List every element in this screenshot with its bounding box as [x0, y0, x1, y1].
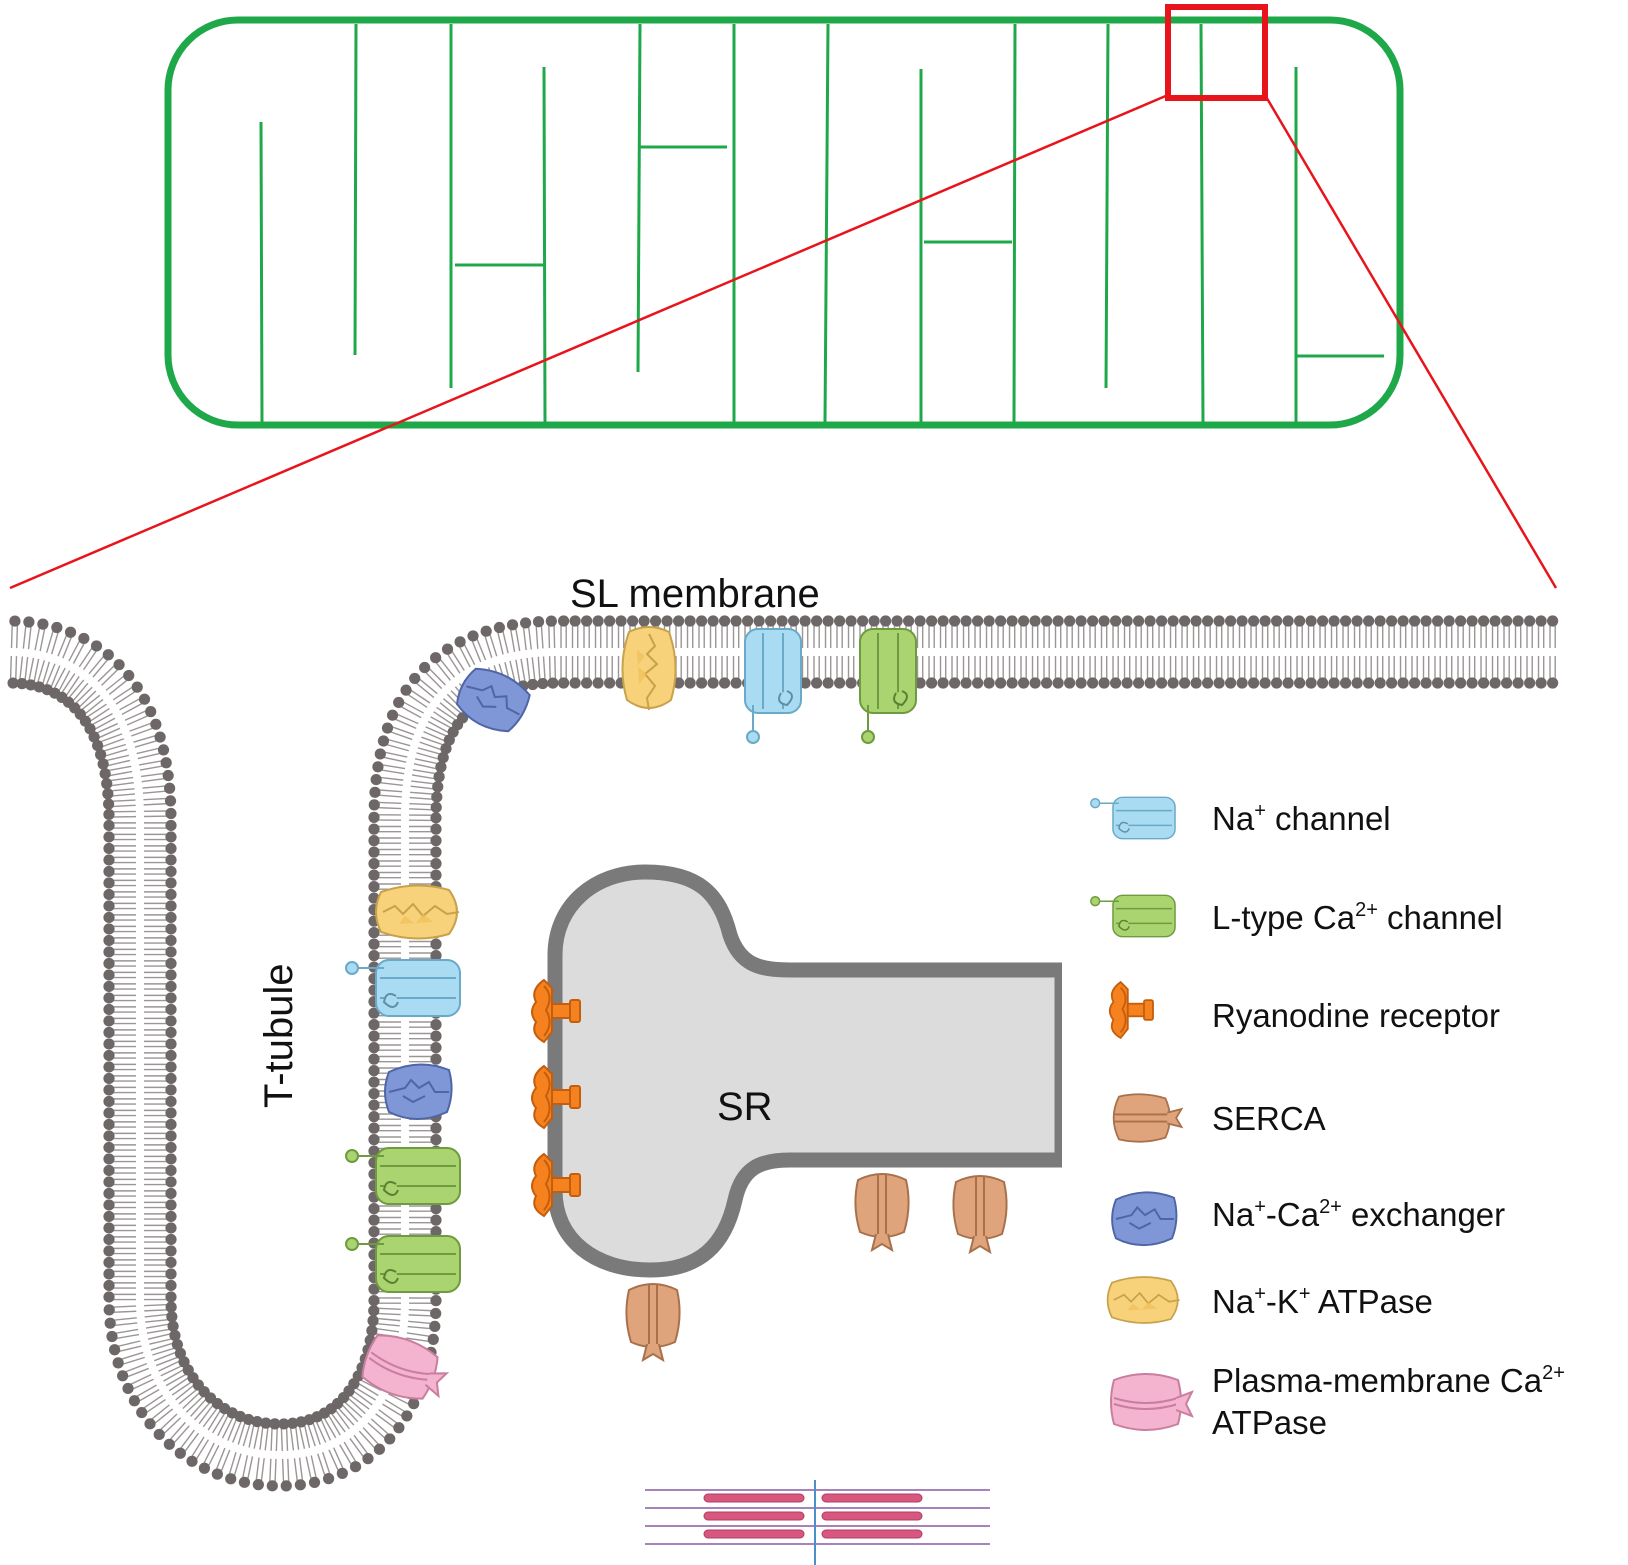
legend-nka-a: Na	[1212, 1283, 1255, 1320]
cell-outline	[164, 16, 1404, 429]
sr-label: SR	[717, 1085, 773, 1129]
t-tubule-network	[259, 23, 1384, 423]
svg-text:Na+ channel: Na+ channel	[1212, 800, 1391, 837]
na-ca-exchanger-icon	[1111, 1191, 1178, 1247]
legend-item-na-channel: Na+ channel	[1090, 796, 1391, 840]
sarcomere-icon	[645, 1480, 990, 1565]
l-type-ca-channel-icon	[345, 1147, 461, 1205]
serca-icon	[952, 1175, 1008, 1253]
zoom-line-right	[1263, 94, 1558, 589]
svg-text:Na+-Ca2+ exchanger: Na+-Ca2+ exchanger	[1212, 1196, 1505, 1233]
serca-icon	[854, 1173, 910, 1251]
legend-item-pmca: Plasma-membrane Ca2+ ATPase	[1110, 1362, 1565, 1441]
legend-serca-text: SERCA	[1212, 1100, 1326, 1137]
svg-text:L-type Ca2+ channel: L-type Ca2+ channel	[1212, 899, 1503, 936]
na-channel-icon	[744, 628, 802, 744]
na-k-atpase-icon	[375, 884, 460, 940]
na-ca-exchanger-icon	[449, 659, 536, 741]
legend-ncx-a: Na	[1212, 1196, 1255, 1233]
legend-nka-b-sup: +	[1299, 1283, 1311, 1305]
svg-text:Plasma-membrane Ca2+: Plasma-membrane Ca2+	[1212, 1362, 1565, 1399]
t-tubule-proteins	[345, 884, 461, 1411]
legend-ltype-rest: channel	[1378, 899, 1503, 936]
l-type-ca-channel-icon	[859, 628, 917, 744]
legend-nka-a-sup: +	[1254, 1283, 1266, 1305]
na-k-atpase-icon	[1106, 1276, 1181, 1324]
svg-text:Na+-K+ ATPase: Na+-K+ ATPase	[1212, 1283, 1433, 1320]
sarcoplasmic-reticulum	[547, 864, 1072, 1278]
legend: Na+ channel L-type Ca2+ channel Ryanodin…	[1090, 796, 1565, 1441]
na-ca-exchanger-icon	[384, 1063, 453, 1120]
legend-nka-rest: ATPase	[1311, 1283, 1433, 1320]
legend-ncx-b-sup: 2+	[1319, 1196, 1342, 1218]
legend-ryr-text: Ryanodine receptor	[1212, 997, 1500, 1034]
zoom-line-left	[9, 93, 1169, 590]
legend-item-ncx: Na+-Ca2+ exchanger	[1111, 1191, 1505, 1247]
legend-na-channel-rest: channel	[1266, 800, 1391, 837]
ryanodine-receptors	[531, 979, 581, 1217]
na-k-atpase-icon	[621, 626, 677, 711]
legend-pmca-line2: ATPase	[1212, 1404, 1327, 1441]
legend-na-channel-sup: +	[1254, 800, 1266, 822]
legend-item-l-type-channel: L-type Ca2+ channel	[1090, 894, 1503, 938]
t-tubule-label: T-tubule	[257, 963, 301, 1108]
serca-icon	[625, 1283, 681, 1361]
legend-item-nka: Na+-K+ ATPase	[1106, 1276, 1433, 1324]
na-channel-icon	[345, 959, 461, 1017]
legend-item-serca: SERCA	[1112, 1093, 1326, 1143]
legend-ncx-b: -Ca	[1266, 1196, 1320, 1233]
l-type-ca-channel-icon	[1090, 894, 1176, 938]
sl-membrane-label: SL membrane	[570, 572, 820, 616]
zoom-box	[1165, 4, 1268, 101]
na-channel-icon	[1090, 796, 1176, 840]
legend-ltype-sup: 2+	[1355, 899, 1378, 921]
legend-item-ryanodine-receptor: Ryanodine receptor	[1108, 981, 1500, 1039]
legend-ltype-base: L-type Ca	[1212, 899, 1356, 936]
legend-nka-b: -K	[1266, 1283, 1299, 1320]
legend-pmca-line1-sup: 2+	[1542, 1362, 1565, 1384]
ryanodine-receptor-icon	[1108, 981, 1154, 1039]
pmca-icon	[1110, 1373, 1193, 1431]
serca-icon	[1112, 1093, 1183, 1143]
legend-ncx-rest: exchanger	[1342, 1196, 1505, 1233]
legend-pmca-line1: Plasma-membrane Ca	[1212, 1362, 1543, 1399]
legend-ncx-a-sup: +	[1254, 1196, 1266, 1218]
legend-na-channel-base: Na	[1212, 800, 1255, 837]
l-type-ca-channel-icon	[345, 1235, 461, 1293]
cell-overview	[9, 4, 1558, 590]
